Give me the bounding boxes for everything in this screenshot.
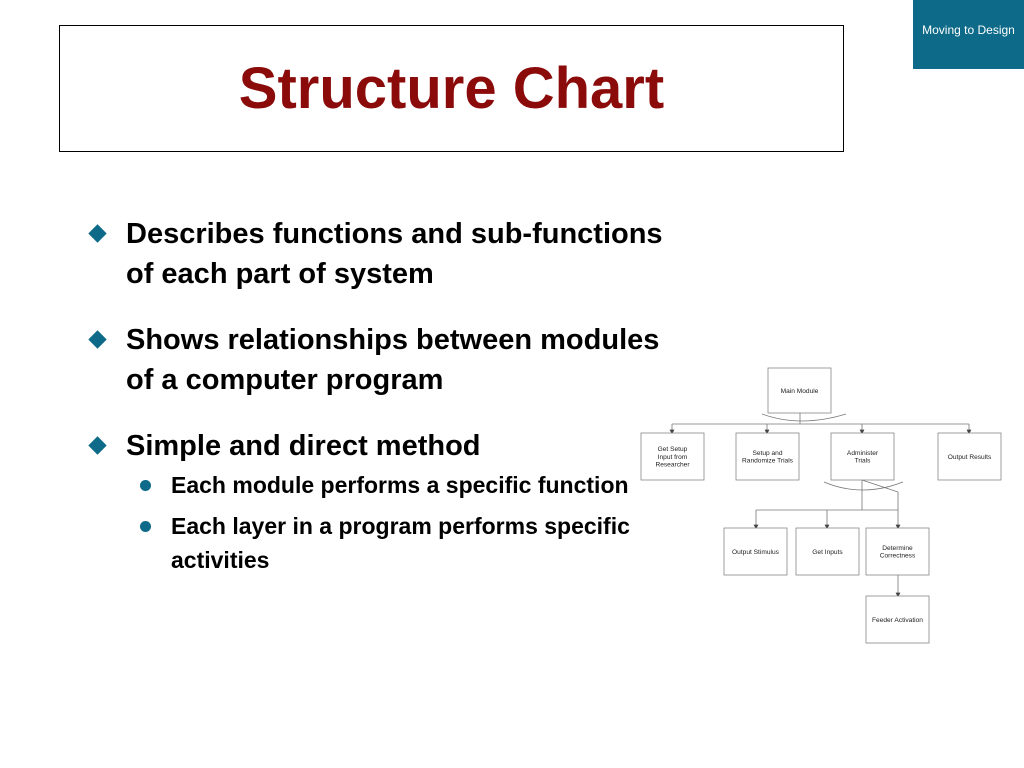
connector-lines	[669, 413, 972, 598]
node-label: Randomize Trials	[742, 458, 794, 465]
node-main: Main Module	[767, 367, 832, 414]
loop-curve	[823, 481, 904, 491]
bullet-item: Simple and direct method	[88, 426, 668, 466]
node-get-inputs: Get Inputs	[795, 527, 860, 576]
dot-bullet-icon	[140, 480, 151, 491]
bullet-item: Shows relationships between modules of a…	[88, 320, 686, 400]
slide-title: Structure Chart	[238, 56, 665, 121]
node-box	[865, 527, 930, 576]
sub-bullet-text: Each module performs a specific function	[171, 472, 629, 498]
dot-bullet-icon	[140, 521, 151, 532]
node-label: Trials	[855, 458, 872, 465]
node-label: Administer	[847, 450, 879, 457]
node-feeder: Feeder Activation	[865, 595, 930, 644]
bullet-text: Shows relationships between modules of a…	[126, 324, 660, 396]
node-box	[830, 432, 895, 481]
node-label: Determine	[882, 545, 913, 552]
sub-bullet-item: Each layer in a program performs specifi…	[88, 509, 651, 577]
node-box	[735, 432, 800, 481]
node-label: Get Setup	[658, 446, 688, 453]
connector-line	[861, 479, 899, 493]
node-box	[795, 527, 860, 576]
node-label: Researcher	[655, 462, 690, 469]
loop-curve	[761, 413, 847, 422]
bullet-text: Describes functions and sub-functions of…	[126, 218, 663, 290]
sub-bullet-text: Each layer in a program performs specifi…	[171, 513, 630, 573]
node-label: Setup and	[752, 450, 782, 457]
node-label: Correctness	[880, 553, 916, 560]
node-box	[865, 595, 930, 644]
node-output-results: Output Results	[937, 432, 1002, 481]
node-box	[723, 527, 788, 576]
node-label: Main Module	[781, 388, 819, 395]
node-box	[640, 432, 705, 481]
node-box	[767, 367, 832, 414]
node-output-stimulus: Output Stimulus	[723, 527, 788, 576]
title-box: Structure Chart	[59, 25, 844, 152]
node-label: Input from	[658, 454, 688, 461]
node-box	[937, 432, 1002, 481]
node-label: Feeder Activation	[872, 617, 923, 624]
sub-bullet-item: Each module performs a specific function	[88, 468, 651, 502]
node-label: Output Stimulus	[732, 549, 780, 556]
bullet-list: Describes functions and sub-functions of…	[88, 214, 668, 584]
bullet-text: Simple and direct method	[126, 430, 481, 462]
node-label: Output Results	[948, 454, 992, 461]
node-label: Get Inputs	[812, 549, 843, 556]
section-tag: Moving to Design	[913, 0, 1024, 69]
bullet-item: Describes functions and sub-functions of…	[88, 214, 686, 294]
